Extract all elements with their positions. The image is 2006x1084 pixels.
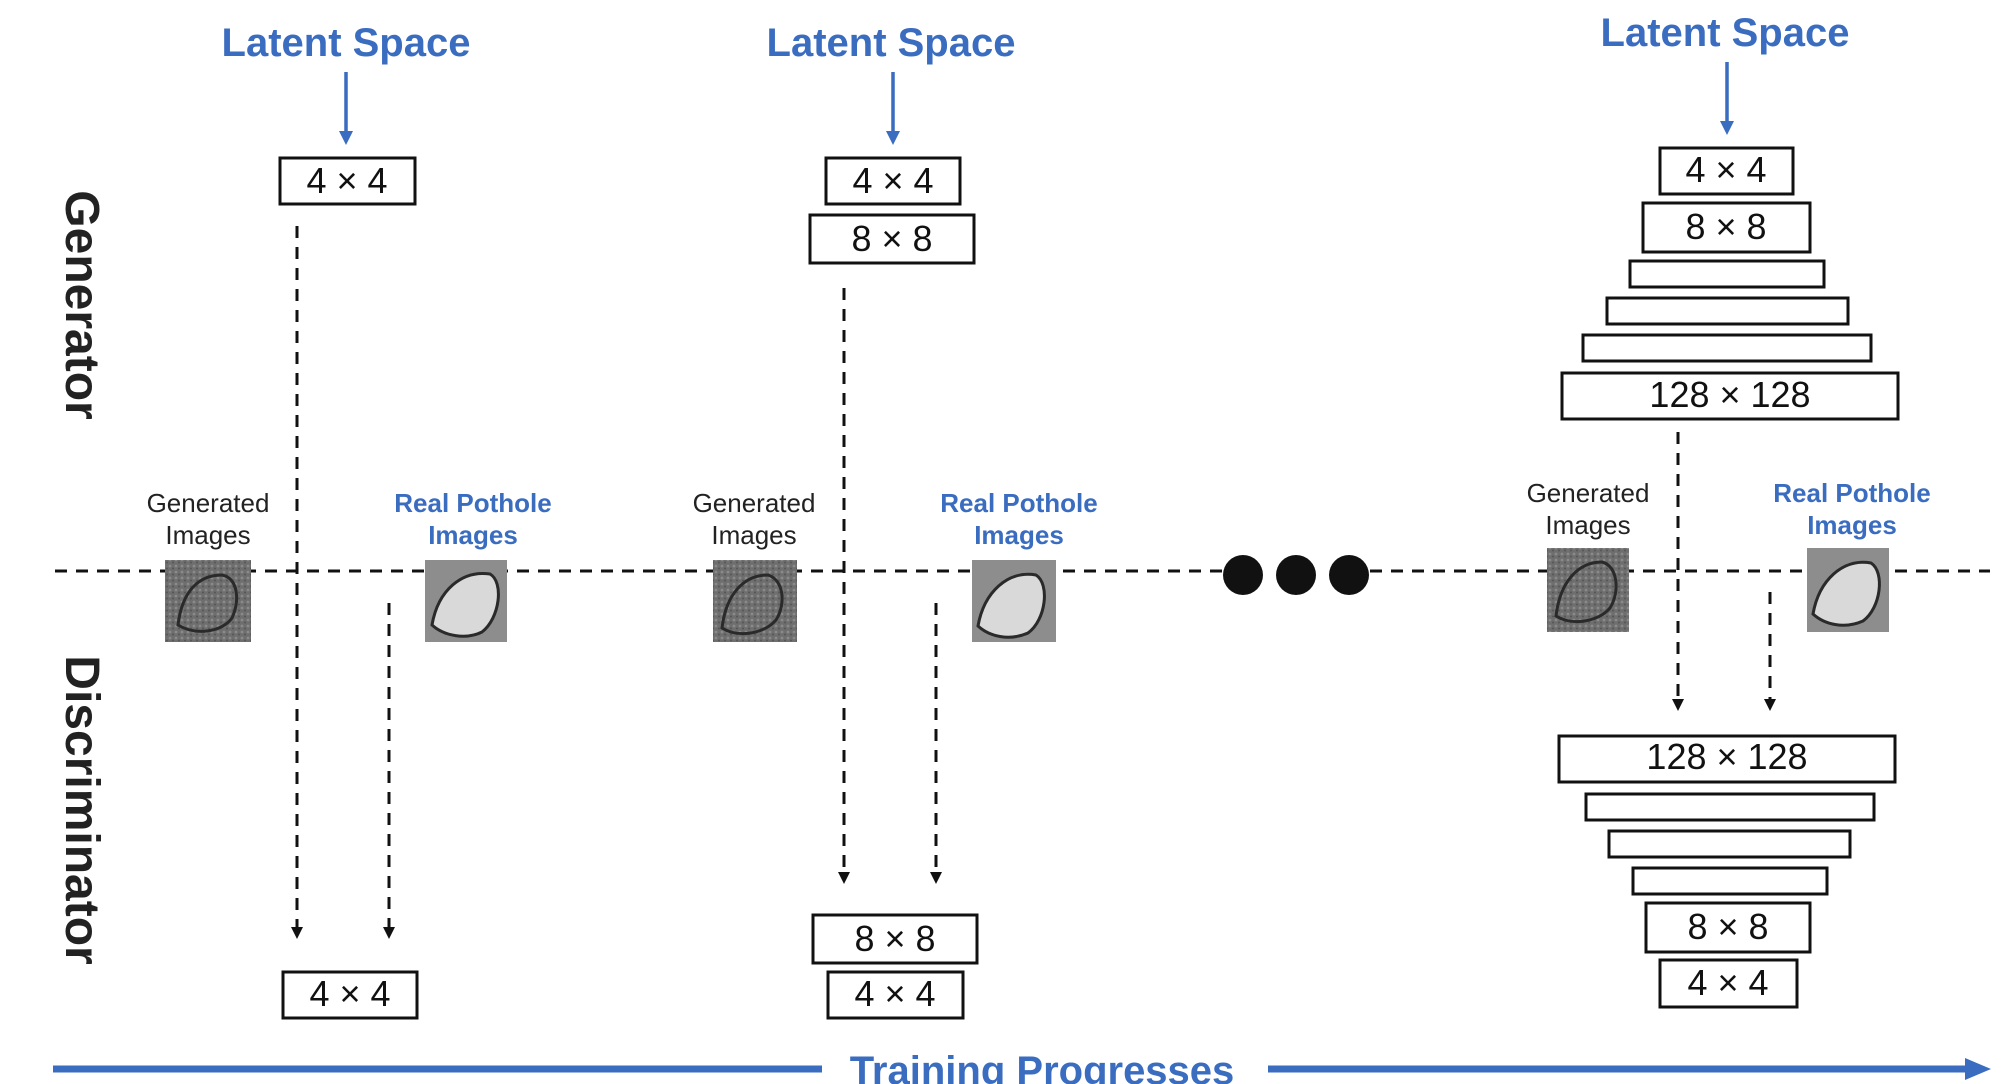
generator-layer-box [1641, 201, 1812, 254]
generator-layer-box [1560, 371, 1900, 421]
discriminator-layer-box [1607, 829, 1852, 859]
real-images-label: Real Pothole [1773, 478, 1930, 508]
generator-layer-box [1605, 296, 1850, 326]
discriminator-layer-box [1644, 901, 1812, 954]
discriminator-layer-box [1557, 734, 1897, 784]
generator-layer-box [1628, 259, 1826, 289]
discriminator-layer-box [811, 913, 979, 965]
real-images-label-2: Images [1807, 510, 1897, 540]
discriminator-layer-label: 4 × 4 [1687, 962, 1768, 1003]
stage-3: Latent Space 4 × 4 8 × 8 128 × 128 Gener… [1527, 11, 1931, 1009]
latent-space-label: Latent Space [222, 21, 471, 65]
generated-image-thumbnail [713, 560, 797, 642]
discriminator-layer-box [281, 970, 419, 1020]
generated-images-label-2: Images [165, 520, 250, 550]
generated-image-thumbnail [1547, 548, 1629, 632]
discriminator-layer-label: 128 × 128 [1646, 736, 1807, 777]
stage-1: Latent Space 4 × 4 Generated Images Real… [147, 21, 552, 1020]
generator-layer-label: 8 × 8 [851, 218, 932, 259]
generated-image-thumbnail [165, 560, 251, 642]
generator-layer-label: 128 × 128 [1649, 374, 1810, 415]
real-image-thumbnail [972, 560, 1056, 642]
latent-space-label: Latent Space [767, 21, 1016, 65]
ellipsis-dot [1223, 555, 1263, 595]
real-image-thumbnail [1807, 548, 1889, 632]
discriminator-layer-label: 4 × 4 [309, 973, 390, 1014]
discriminator-layer-label: 8 × 8 [1687, 906, 1768, 947]
generated-images-label: Generated [1527, 478, 1650, 508]
latent-space-label: Latent Space [1601, 11, 1850, 55]
generated-images-label: Generated [147, 488, 270, 518]
discriminator-layer-label: 8 × 8 [854, 918, 935, 959]
discriminator-layer-box [1631, 866, 1829, 896]
real-images-label-2: Images [428, 520, 518, 550]
training-progresses-label: Training Progresses [850, 1049, 1235, 1084]
real-images-label: Real Pothole [394, 488, 551, 518]
discriminator-layer-box [1584, 792, 1876, 822]
generator-layer-label: 8 × 8 [1685, 206, 1766, 247]
discriminator-layer-box [1658, 958, 1799, 1009]
generator-layer-box [824, 156, 962, 206]
generator-layer-box [1581, 333, 1873, 363]
generated-images-label-2: Images [1545, 510, 1630, 540]
stage-2: Latent Space 4 × 4 8 × 8 Generated Image… [693, 21, 1098, 1020]
real-image-thumbnail [425, 560, 507, 642]
generator-layer-label: 4 × 4 [852, 160, 933, 201]
ellipsis-dot [1329, 555, 1369, 595]
generator-label: Generator [55, 190, 108, 419]
ellipsis-dot [1276, 555, 1316, 595]
generated-images-label: Generated [693, 488, 816, 518]
real-images-label-2: Images [974, 520, 1064, 550]
generator-layer-box [808, 213, 976, 265]
generator-layer-box [1658, 146, 1795, 196]
generator-layer-box [278, 156, 417, 206]
generator-layer-label: 4 × 4 [1685, 149, 1766, 190]
discriminator-label: Discriminator [55, 655, 108, 964]
discriminator-layer-box [826, 970, 965, 1020]
real-images-label: Real Pothole [940, 488, 1097, 518]
generated-images-label-2: Images [711, 520, 796, 550]
discriminator-layer-label: 4 × 4 [854, 973, 935, 1014]
generator-layer-label: 4 × 4 [306, 160, 387, 201]
